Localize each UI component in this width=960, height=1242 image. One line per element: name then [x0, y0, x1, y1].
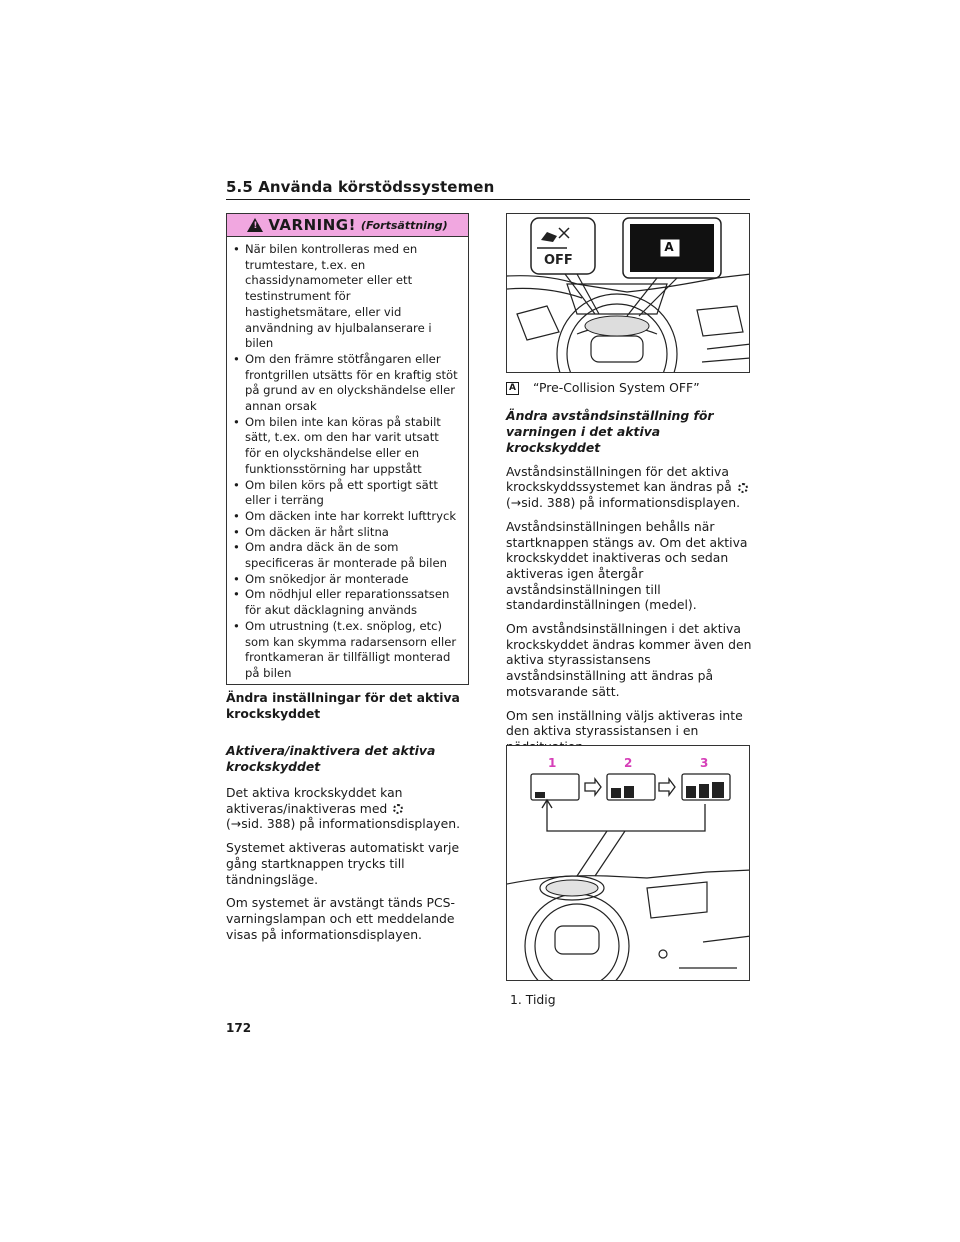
distance-paragraph-2: Avståndsinställningen behålls när startk…: [506, 518, 748, 613]
gear-icon: [737, 482, 748, 493]
warning-list: När bilen kontrolleras med en trumtestar…: [227, 237, 468, 682]
toggle-subheading: Aktivera/inaktivera det aktiva krockskyd…: [226, 743, 436, 774]
level-label-1: 1: [548, 756, 557, 770]
left-column: Ändra inställningar för det aktiva krock…: [226, 690, 474, 942]
distance-paragraph-1: Avståndsinställningen för det aktiva kro…: [506, 464, 756, 511]
gear-icon: [393, 804, 404, 815]
caption-marker: A: [506, 382, 519, 395]
warning-item: Om bilen körs på ett sportigt sätt eller…: [231, 478, 458, 509]
warning-box: ! VARNING! (Fortsättning) När bilen kont…: [226, 213, 469, 685]
warning-item: Om andra däck än de som specificeras är …: [231, 540, 458, 571]
warning-item: Om nödhjul eller reparationssatsen för a…: [231, 587, 458, 618]
warning-triangle-icon: !: [247, 218, 264, 232]
level-label-2: 2: [624, 756, 633, 770]
warning-item: När bilen kontrolleras med en trumtestar…: [231, 242, 458, 352]
toggle-text-a: Det aktiva krockskyddet kan aktiveras/in…: [226, 785, 403, 816]
auto-activate-paragraph: Systemet aktiveras automatiskt varje gån…: [226, 840, 460, 887]
toggle-paragraph: Det aktiva krockskyddet kan aktiveras/in…: [226, 785, 474, 832]
figure-caption: A “Pre-Collision System OFF”: [506, 380, 756, 396]
warning-item: Om däcken inte har korrekt lufttryck: [231, 509, 458, 525]
distance-paragraph-3: Om avståndsinställningen i det aktiva kr…: [506, 621, 752, 699]
warning-item: Om däcken är hårt slitna: [231, 525, 458, 541]
warning-item: Om utrustning (t.ex. snöplog, etc) som k…: [231, 619, 458, 682]
toggle-text-b: (→sid. 388) på informationsdisplayen.: [226, 816, 461, 832]
section-title: 5.5 Använda körstödssystemen: [226, 178, 495, 196]
warning-item: Om den främre stötfångaren eller frontgr…: [231, 352, 458, 415]
warning-title: VARNING!: [268, 216, 356, 234]
section-header: 5.5 Använda körstödssystemen: [226, 178, 750, 200]
setting-list-item: 1. Tidig: [510, 992, 556, 1007]
warning-item: Om snökedjor är monterade: [231, 572, 458, 588]
page-number: 172: [226, 1021, 252, 1035]
warning-header: ! VARNING! (Fortsättning): [227, 214, 468, 237]
level-label-3: 3: [700, 756, 709, 770]
distance-text-b: (→sid. 388) på informationsdisplayen.: [506, 495, 741, 511]
warning-item: Om bilen inte kan köras på stabilt sätt,…: [231, 415, 458, 478]
right-column: A “Pre-Collision System OFF” Ändra avstån…: [506, 380, 756, 755]
figure-callout-a: A: [664, 240, 674, 254]
dashboard-figure-1: OFF A: [506, 213, 750, 373]
settings-heading: Ändra inställningar för det aktiva krock…: [226, 690, 460, 721]
off-warning-paragraph: Om systemet är avstängt tänds PCS-varnin…: [226, 895, 455, 942]
section-rule: [226, 199, 750, 200]
distance-subheading: Ändra avståndsinställning för varningen …: [506, 407, 714, 455]
off-label: OFF: [544, 253, 573, 268]
dashboard-figure-2: 1 2 3: [506, 745, 750, 981]
distance-text-a: Avståndsinställningen för det aktiva kro…: [506, 463, 732, 495]
caption-text: “Pre-Collision System OFF”: [533, 380, 700, 395]
warning-continued: (Fortsättning): [360, 218, 448, 232]
